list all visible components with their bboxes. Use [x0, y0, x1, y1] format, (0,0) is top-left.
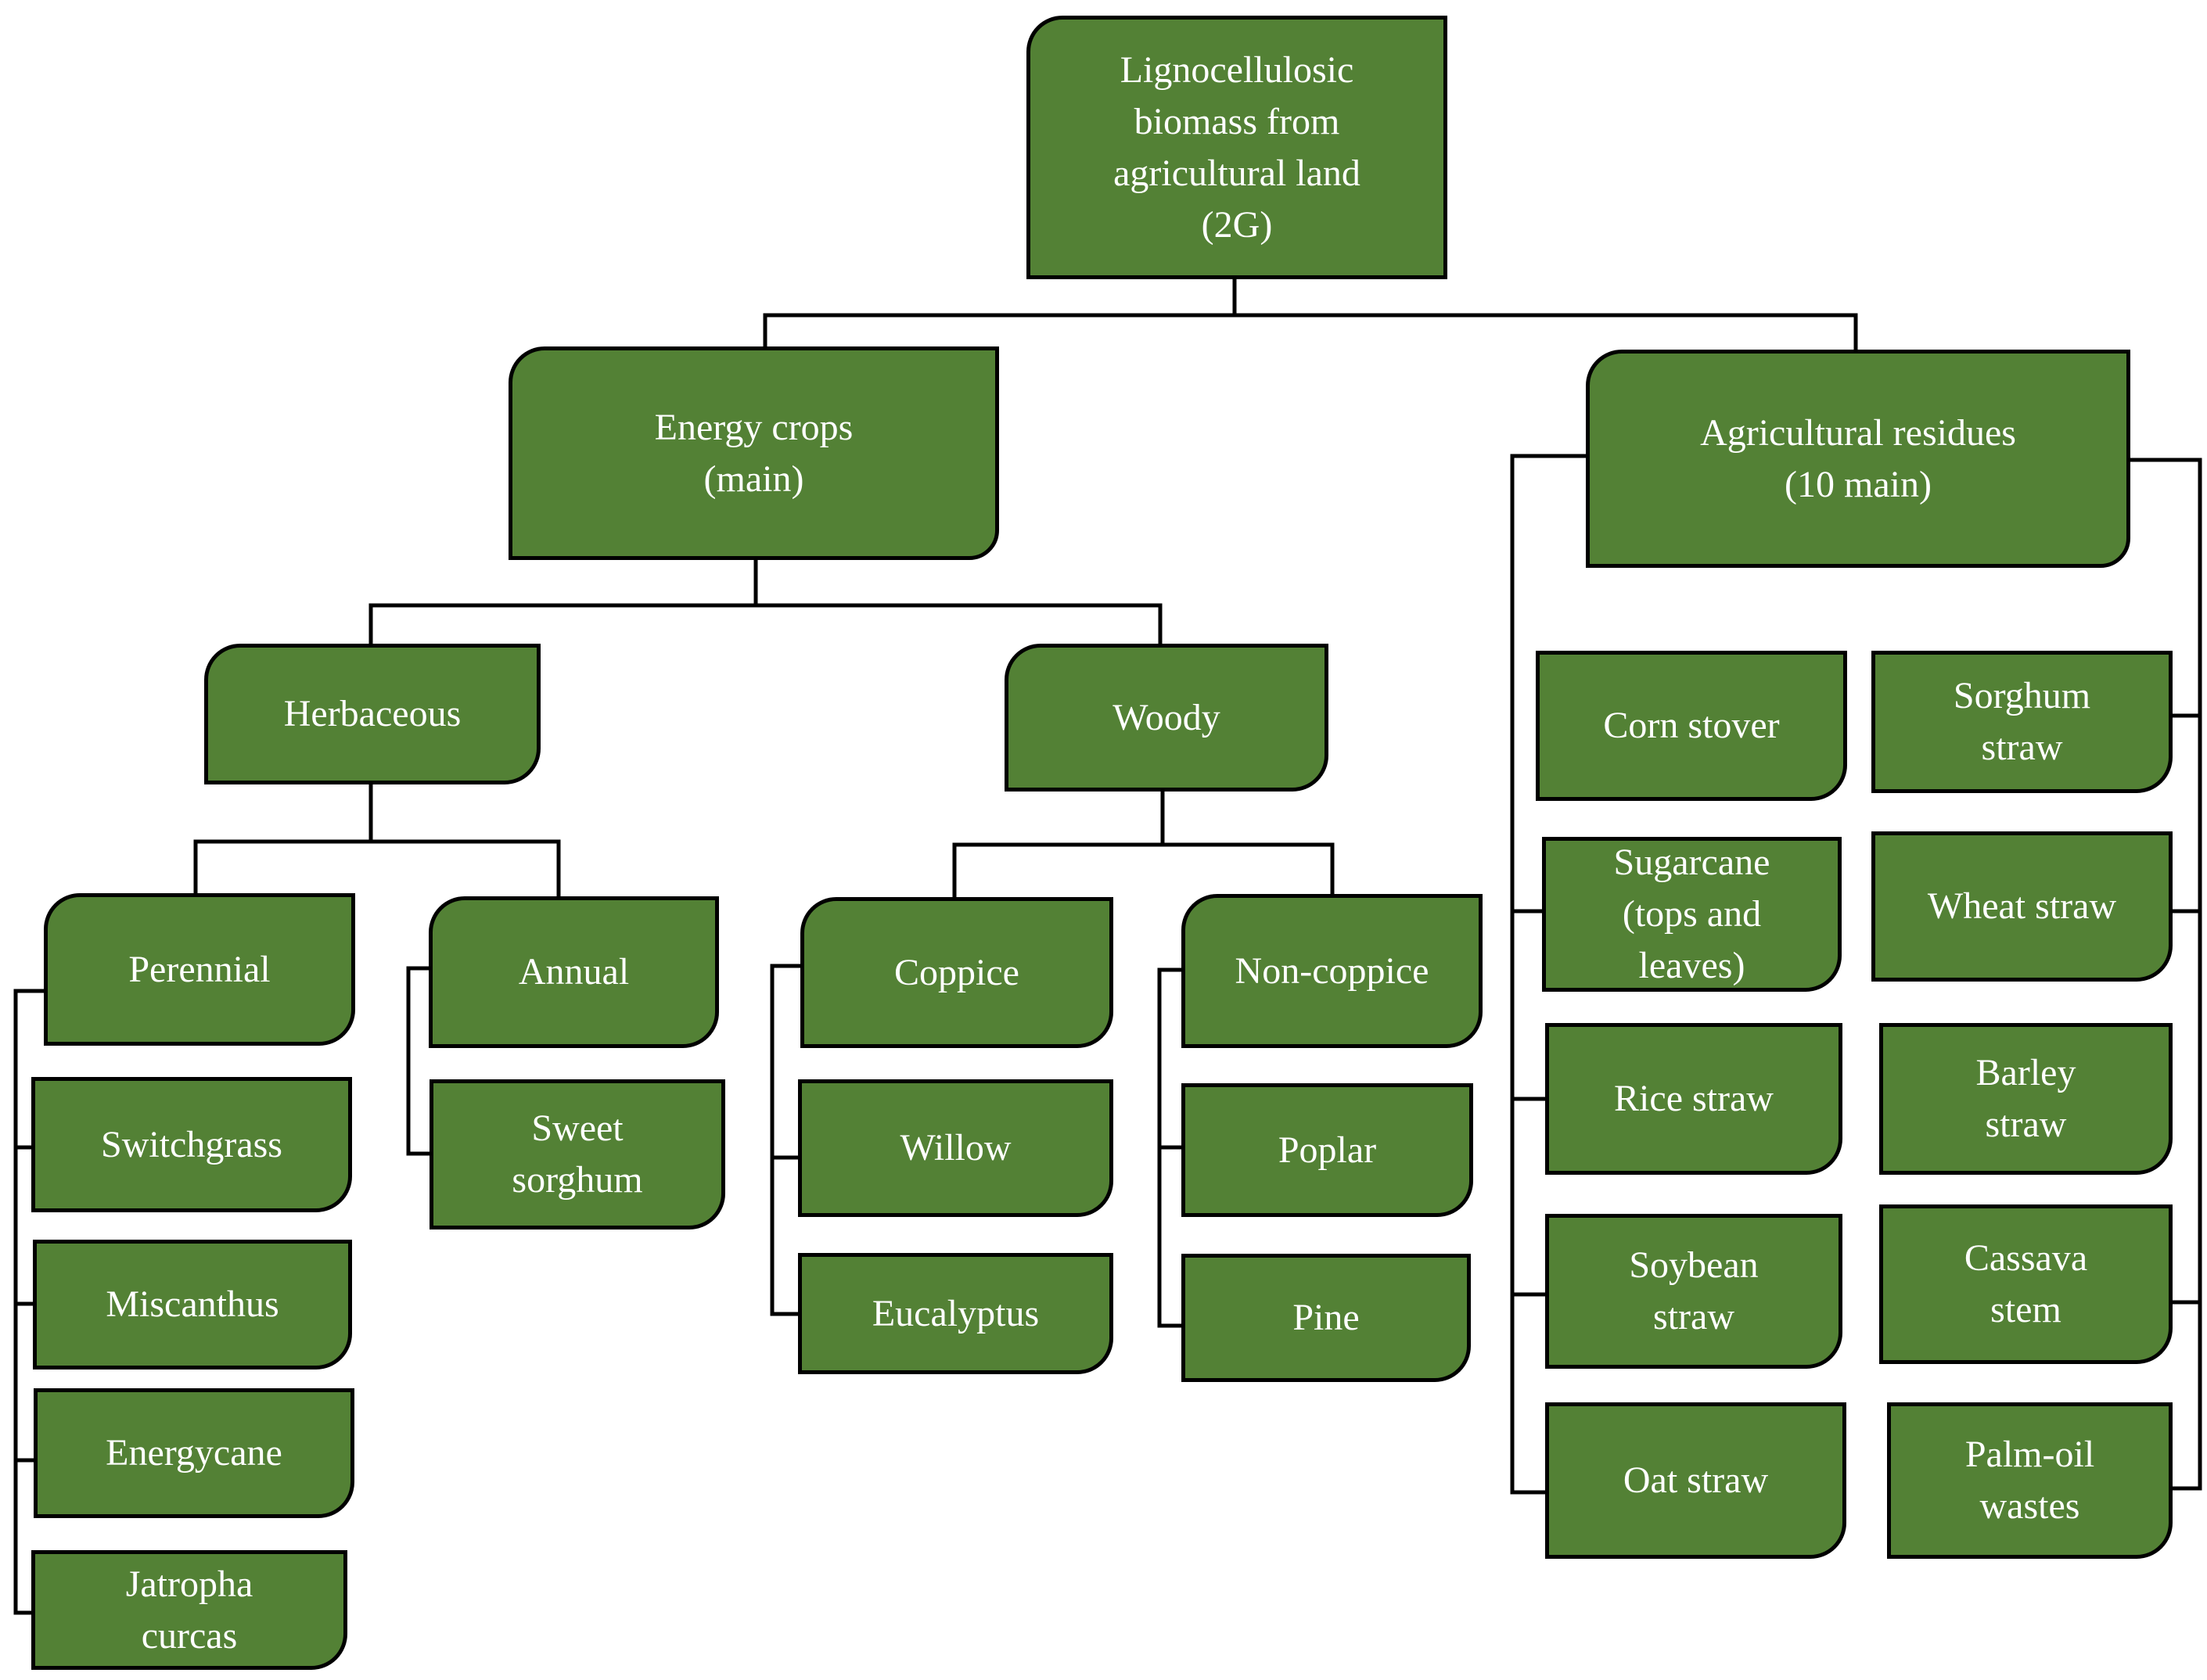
perennial-item: Miscanthus	[33, 1240, 352, 1369]
residue-item: Corn stover	[1536, 651, 1847, 801]
residue-item: Barley straw	[1879, 1023, 2173, 1175]
coppice-node: Coppice	[800, 897, 1113, 1048]
root-node: Lignocellulosic biomass from agricultura…	[1026, 16, 1447, 279]
non-coppice-item: Poplar	[1181, 1083, 1473, 1217]
residue-item: Palm-oil wastes	[1887, 1402, 2173, 1559]
perennial-item: Jatropha curcas	[31, 1550, 347, 1670]
perennial-node: Perennial	[44, 893, 355, 1046]
coppice-item: Willow	[798, 1079, 1113, 1217]
annual-node: Annual	[429, 896, 719, 1048]
residue-item: Cassava stem	[1879, 1204, 2173, 1364]
non-coppice-item: Pine	[1181, 1254, 1471, 1382]
perennial-item: Switchgrass	[31, 1077, 352, 1212]
residue-item: Sorghum straw	[1871, 651, 2173, 793]
herbaceous-node: Herbaceous	[204, 644, 541, 784]
non-coppice-node: Non-coppice	[1181, 894, 1483, 1048]
perennial-item: Energycane	[34, 1388, 354, 1518]
residue-item: Soybean straw	[1545, 1214, 1842, 1369]
agricultural-residues-node: Agricultural residues (10 main)	[1586, 350, 2130, 568]
coppice-item: Eucalyptus	[798, 1253, 1113, 1374]
residue-item: Sugarcane (tops and leaves)	[1542, 837, 1842, 992]
energy-crops-node: Energy crops (main)	[509, 346, 999, 560]
residue-item: Oat straw	[1545, 1402, 1846, 1559]
woody-node: Woody	[1005, 644, 1328, 792]
annual-item: Sweet sorghum	[430, 1079, 725, 1229]
residue-item: Rice straw	[1545, 1023, 1842, 1175]
residue-item: Wheat straw	[1871, 831, 2173, 982]
